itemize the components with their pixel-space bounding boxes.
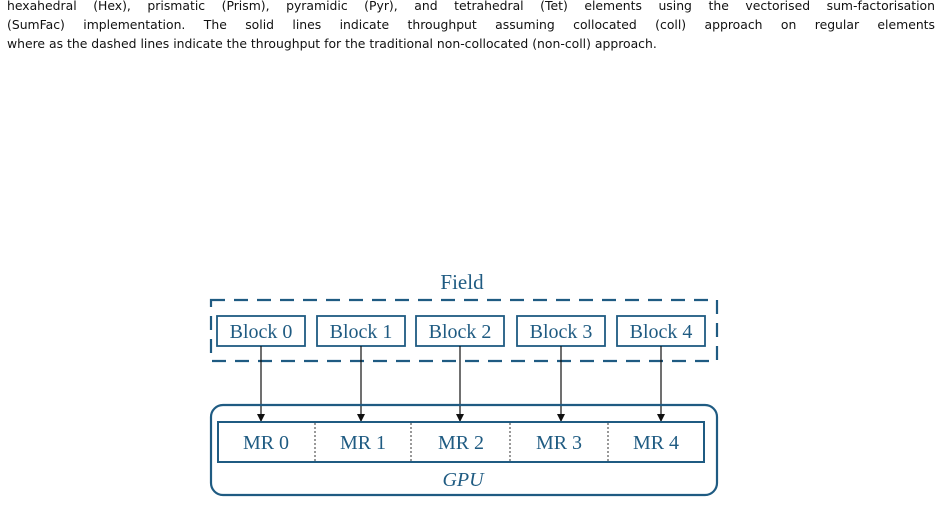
block-label: Block 2 bbox=[429, 321, 492, 343]
field-label: Field bbox=[440, 270, 484, 294]
memory-region-label: MR 2 bbox=[438, 432, 484, 454]
memory-region-label: MR 1 bbox=[340, 432, 386, 454]
block-box bbox=[415, 315, 505, 347]
caption-line: where as the dashed lines indicate the t… bbox=[7, 36, 657, 51]
block-list: Block 0 Block 1 Block 2 Block 3 Block 4 bbox=[216, 315, 706, 347]
arrow-list bbox=[257, 346, 665, 422]
figure-caption: hexahedral (Hex), prismatic (Prism), pyr… bbox=[7, 0, 935, 53]
block-label: Block 3 bbox=[530, 321, 593, 343]
memory-strip bbox=[217, 421, 705, 463]
block-box bbox=[616, 315, 706, 347]
caption-line: (SumFac) implementation. The solid lines… bbox=[7, 17, 935, 32]
memory-region-label: MR 4 bbox=[633, 432, 679, 454]
gpu-label: GPU bbox=[442, 469, 485, 491]
block-label: Block 0 bbox=[230, 321, 293, 343]
memory-region-list: MR 0 MR 1 MR 2 MR 3 MR 4 bbox=[243, 432, 679, 454]
gpu-container bbox=[209, 403, 719, 497]
block-box bbox=[316, 315, 406, 347]
memory-region-label: MR 3 bbox=[536, 432, 582, 454]
block-label: Block 4 bbox=[630, 321, 693, 343]
memory-region-label: MR 0 bbox=[243, 432, 289, 454]
caption-line: hexahedral (Hex), prismatic (Prism), pyr… bbox=[7, 0, 935, 13]
block-label: Block 1 bbox=[330, 321, 393, 343]
field-container bbox=[209, 298, 719, 363]
